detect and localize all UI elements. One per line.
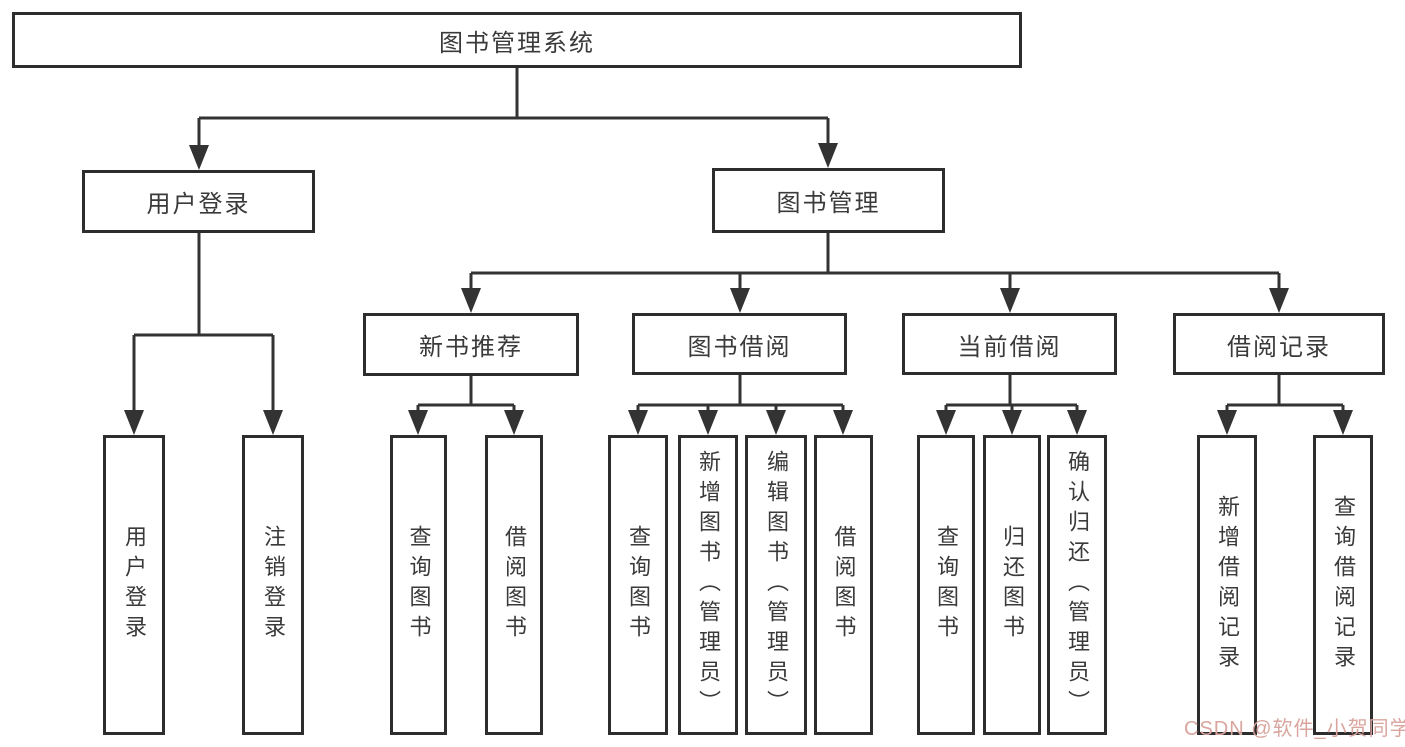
leaf-label: 注销登录 bbox=[261, 525, 286, 645]
leaf-borrow-books-recommend: 借阅图书 bbox=[485, 435, 543, 735]
arrowhead bbox=[730, 288, 750, 313]
node-borrowing-records: 借阅记录 bbox=[1173, 313, 1385, 375]
arrowhead bbox=[189, 145, 209, 170]
leaf-label: 查询图书 bbox=[406, 525, 432, 645]
connector-borrow-records-to-leaves bbox=[1217, 375, 1353, 435]
connector-current-borrow-to-leaves bbox=[936, 375, 1087, 435]
arrowhead bbox=[1333, 410, 1353, 435]
arrowhead bbox=[1000, 288, 1020, 313]
leaf-label: 新增图书（管理员） bbox=[696, 450, 721, 720]
leaf-label: 借阅图书 bbox=[831, 525, 857, 645]
arrowhead bbox=[1217, 410, 1237, 435]
node-current-borrowing: 当前借阅 bbox=[902, 313, 1117, 375]
node-book-management: 图书管理 bbox=[712, 168, 945, 233]
leaf-label: 编辑图书（管理员） bbox=[764, 450, 789, 720]
leaf-label: 借阅图书 bbox=[502, 525, 527, 645]
leaf-edit-books-admin: 编辑图书（管理员） bbox=[745, 435, 807, 735]
arrowhead bbox=[1002, 410, 1022, 435]
leaf-add-books-admin: 新增图书（管理员） bbox=[678, 435, 738, 735]
arrowhead bbox=[263, 410, 283, 435]
leaf-label: 查询图书 bbox=[626, 525, 651, 645]
leaf-confirm-return-admin: 确认归还（管理员） bbox=[1047, 435, 1107, 735]
arrowhead bbox=[818, 143, 838, 168]
node-user-login: 用户登录 bbox=[82, 170, 315, 233]
leaf-query-books-borrow: 查询图书 bbox=[608, 435, 668, 735]
arrowhead bbox=[1269, 288, 1289, 313]
leaf-label: 确认归还（管理员） bbox=[1065, 450, 1090, 720]
connector-user-login-to-leaves bbox=[124, 233, 283, 435]
leaf-label: 归还图书 bbox=[1000, 525, 1025, 645]
arrowhead bbox=[698, 410, 718, 435]
leaf-label: 新增借阅记录 bbox=[1215, 495, 1240, 675]
leaf-borrow-books: 借阅图书 bbox=[814, 435, 873, 735]
node-new-book-recommend: 新书推荐 bbox=[363, 313, 579, 376]
leaf-query-borrow-record: 查询借阅记录 bbox=[1313, 435, 1373, 735]
connector-book-borrow-to-leaves bbox=[628, 375, 853, 435]
arrowhead bbox=[766, 410, 786, 435]
leaf-add-borrow-record: 新增借阅记录 bbox=[1197, 435, 1257, 735]
arrowhead bbox=[461, 288, 481, 313]
leaf-label: 用户登录 bbox=[122, 525, 147, 645]
leaf-label: 查询图书 bbox=[934, 525, 959, 645]
arrowhead bbox=[628, 410, 648, 435]
leaf-query-books-current: 查询图书 bbox=[917, 435, 975, 735]
node-book-borrowing: 图书借阅 bbox=[632, 313, 847, 375]
arrowhead bbox=[936, 410, 956, 435]
node-root-system: 图书管理系统 bbox=[12, 12, 1022, 68]
leaf-label: 查询借阅记录 bbox=[1331, 495, 1356, 675]
arrowhead bbox=[124, 410, 144, 435]
connector-new-books-to-leaves bbox=[408, 376, 524, 435]
leaf-user-login: 用户登录 bbox=[103, 435, 165, 735]
arrowhead bbox=[833, 410, 853, 435]
arrowhead bbox=[408, 410, 428, 435]
leaf-logout: 注销登录 bbox=[242, 435, 304, 735]
csdn-watermark: CSDN @软件_小贺同学 bbox=[1184, 718, 1405, 740]
connector-book-mgmt-to-level2 bbox=[461, 233, 1289, 313]
leaf-query-books-recommend: 查询图书 bbox=[390, 435, 447, 735]
leaf-return-books: 归还图书 bbox=[983, 435, 1041, 735]
arrowhead bbox=[1067, 410, 1087, 435]
connector-root-to-level1 bbox=[189, 68, 838, 170]
arrowhead bbox=[504, 410, 524, 435]
